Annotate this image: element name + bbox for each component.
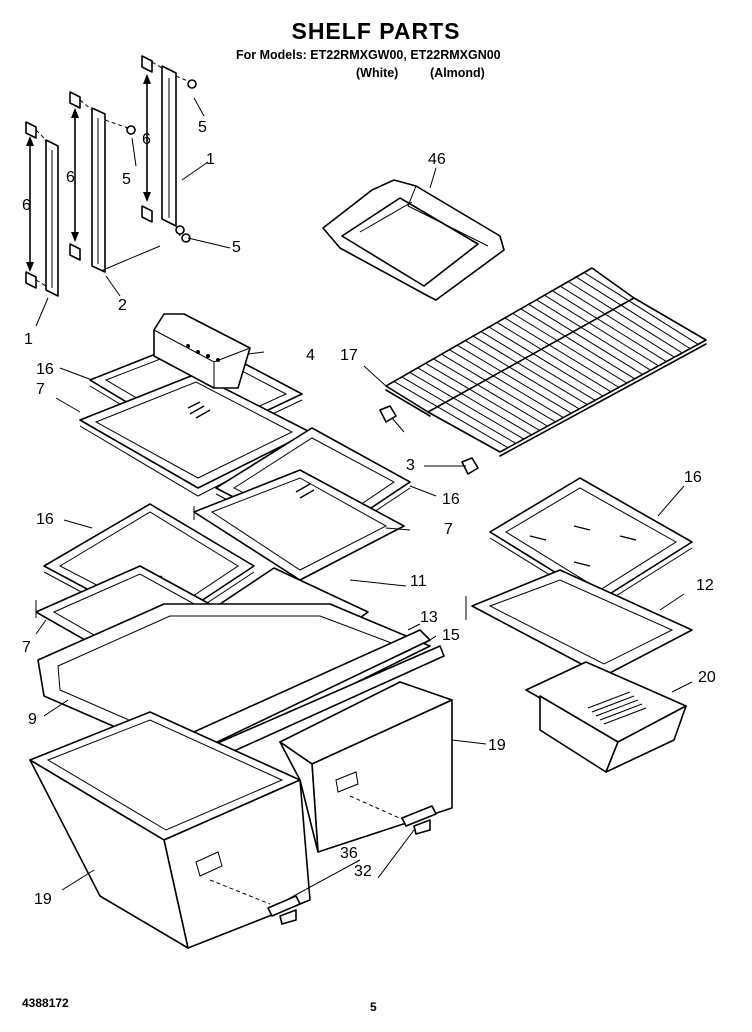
callout-16d: 16 xyxy=(684,469,702,486)
leader-lines xyxy=(35,97,693,899)
variant-white: (White) xyxy=(356,66,399,80)
callout-13: 13 xyxy=(420,609,438,626)
callout-36: 36 xyxy=(340,845,358,862)
wire-bar xyxy=(472,335,588,406)
wire-bar xyxy=(552,290,667,362)
wire-bar xyxy=(567,281,683,354)
variant-almond: (Almond) xyxy=(430,66,485,80)
wire-bar xyxy=(457,344,572,414)
callout-5c: 5 xyxy=(232,239,241,256)
wire-bar xyxy=(560,285,675,358)
callout-16b: 16 xyxy=(442,491,460,508)
glass-shelf-right xyxy=(465,477,693,677)
wire-bar xyxy=(417,367,532,436)
callout-32: 32 xyxy=(354,863,372,880)
glass-shelf-upper-middle xyxy=(193,427,411,581)
callout-6c: 6 xyxy=(142,131,151,148)
callout-labels: 1 1 2 3 4 5 5 5 6 6 6 7 7 7 9 11 12 13 1… xyxy=(22,119,716,908)
meat-drawer-20 xyxy=(525,661,687,773)
wire-bar xyxy=(496,322,612,393)
callout-9: 9 xyxy=(28,711,37,728)
wire-bar xyxy=(441,353,556,423)
callout-6a: 6 xyxy=(22,197,31,214)
shelf-rails xyxy=(25,55,197,297)
callout-17: 17 xyxy=(340,347,358,364)
wire-bar xyxy=(449,349,564,418)
wire-shelf-17 xyxy=(385,267,707,457)
callout-11: 11 xyxy=(410,573,427,590)
wire-bar xyxy=(575,276,691,350)
callout-20: 20 xyxy=(698,669,716,686)
callout-1b: 1 xyxy=(206,151,215,168)
wire-bar xyxy=(512,312,628,384)
callout-7a: 7 xyxy=(36,381,45,398)
callout-5b: 5 xyxy=(122,171,131,188)
wire-bar xyxy=(528,303,643,375)
door-bin-46 xyxy=(322,179,505,301)
wire-bar xyxy=(583,272,699,345)
callout-16a: 16 xyxy=(36,361,54,378)
callout-19b: 19 xyxy=(34,891,52,908)
wire-bar xyxy=(425,362,540,431)
wire-bar xyxy=(393,381,509,449)
wire-bar xyxy=(536,299,651,371)
wire-bar xyxy=(480,331,596,401)
callout-16c: 16 xyxy=(36,511,54,528)
wire-bar xyxy=(433,358,548,427)
callout-6b: 6 xyxy=(66,169,75,186)
wire-bar xyxy=(544,294,659,367)
glass-shelf-upper-left xyxy=(79,337,311,497)
wire-bar xyxy=(504,317,620,388)
callout-5a: 5 xyxy=(198,119,207,136)
callout-46: 46 xyxy=(428,151,446,168)
callout-15: 15 xyxy=(442,627,460,644)
wire-bar xyxy=(409,371,525,440)
models-line: For Models: ET22RMXGW00, ET22RMXGN00 xyxy=(236,48,501,62)
wire-bar xyxy=(401,376,517,444)
wire-bar xyxy=(488,326,604,397)
crisper-drawer-left-19 xyxy=(29,711,311,949)
callout-2: 2 xyxy=(118,297,127,314)
callout-3: 3 xyxy=(406,457,415,474)
callout-4: 4 xyxy=(306,347,315,364)
wire-bar xyxy=(520,308,635,380)
page-number: 5 xyxy=(370,1000,377,1014)
drawer-slides-32-36 xyxy=(267,805,437,925)
page-title: SHELF PARTS xyxy=(291,18,461,44)
callout-7c: 7 xyxy=(22,639,31,656)
callout-1a: 1 xyxy=(24,331,33,348)
callout-19a: 19 xyxy=(488,737,506,754)
callout-7b: 7 xyxy=(444,521,453,538)
doc-number: 4388172 xyxy=(22,996,69,1010)
callout-12: 12 xyxy=(696,577,714,594)
utility-bin-4 xyxy=(153,313,251,389)
wire-bar xyxy=(464,340,580,410)
